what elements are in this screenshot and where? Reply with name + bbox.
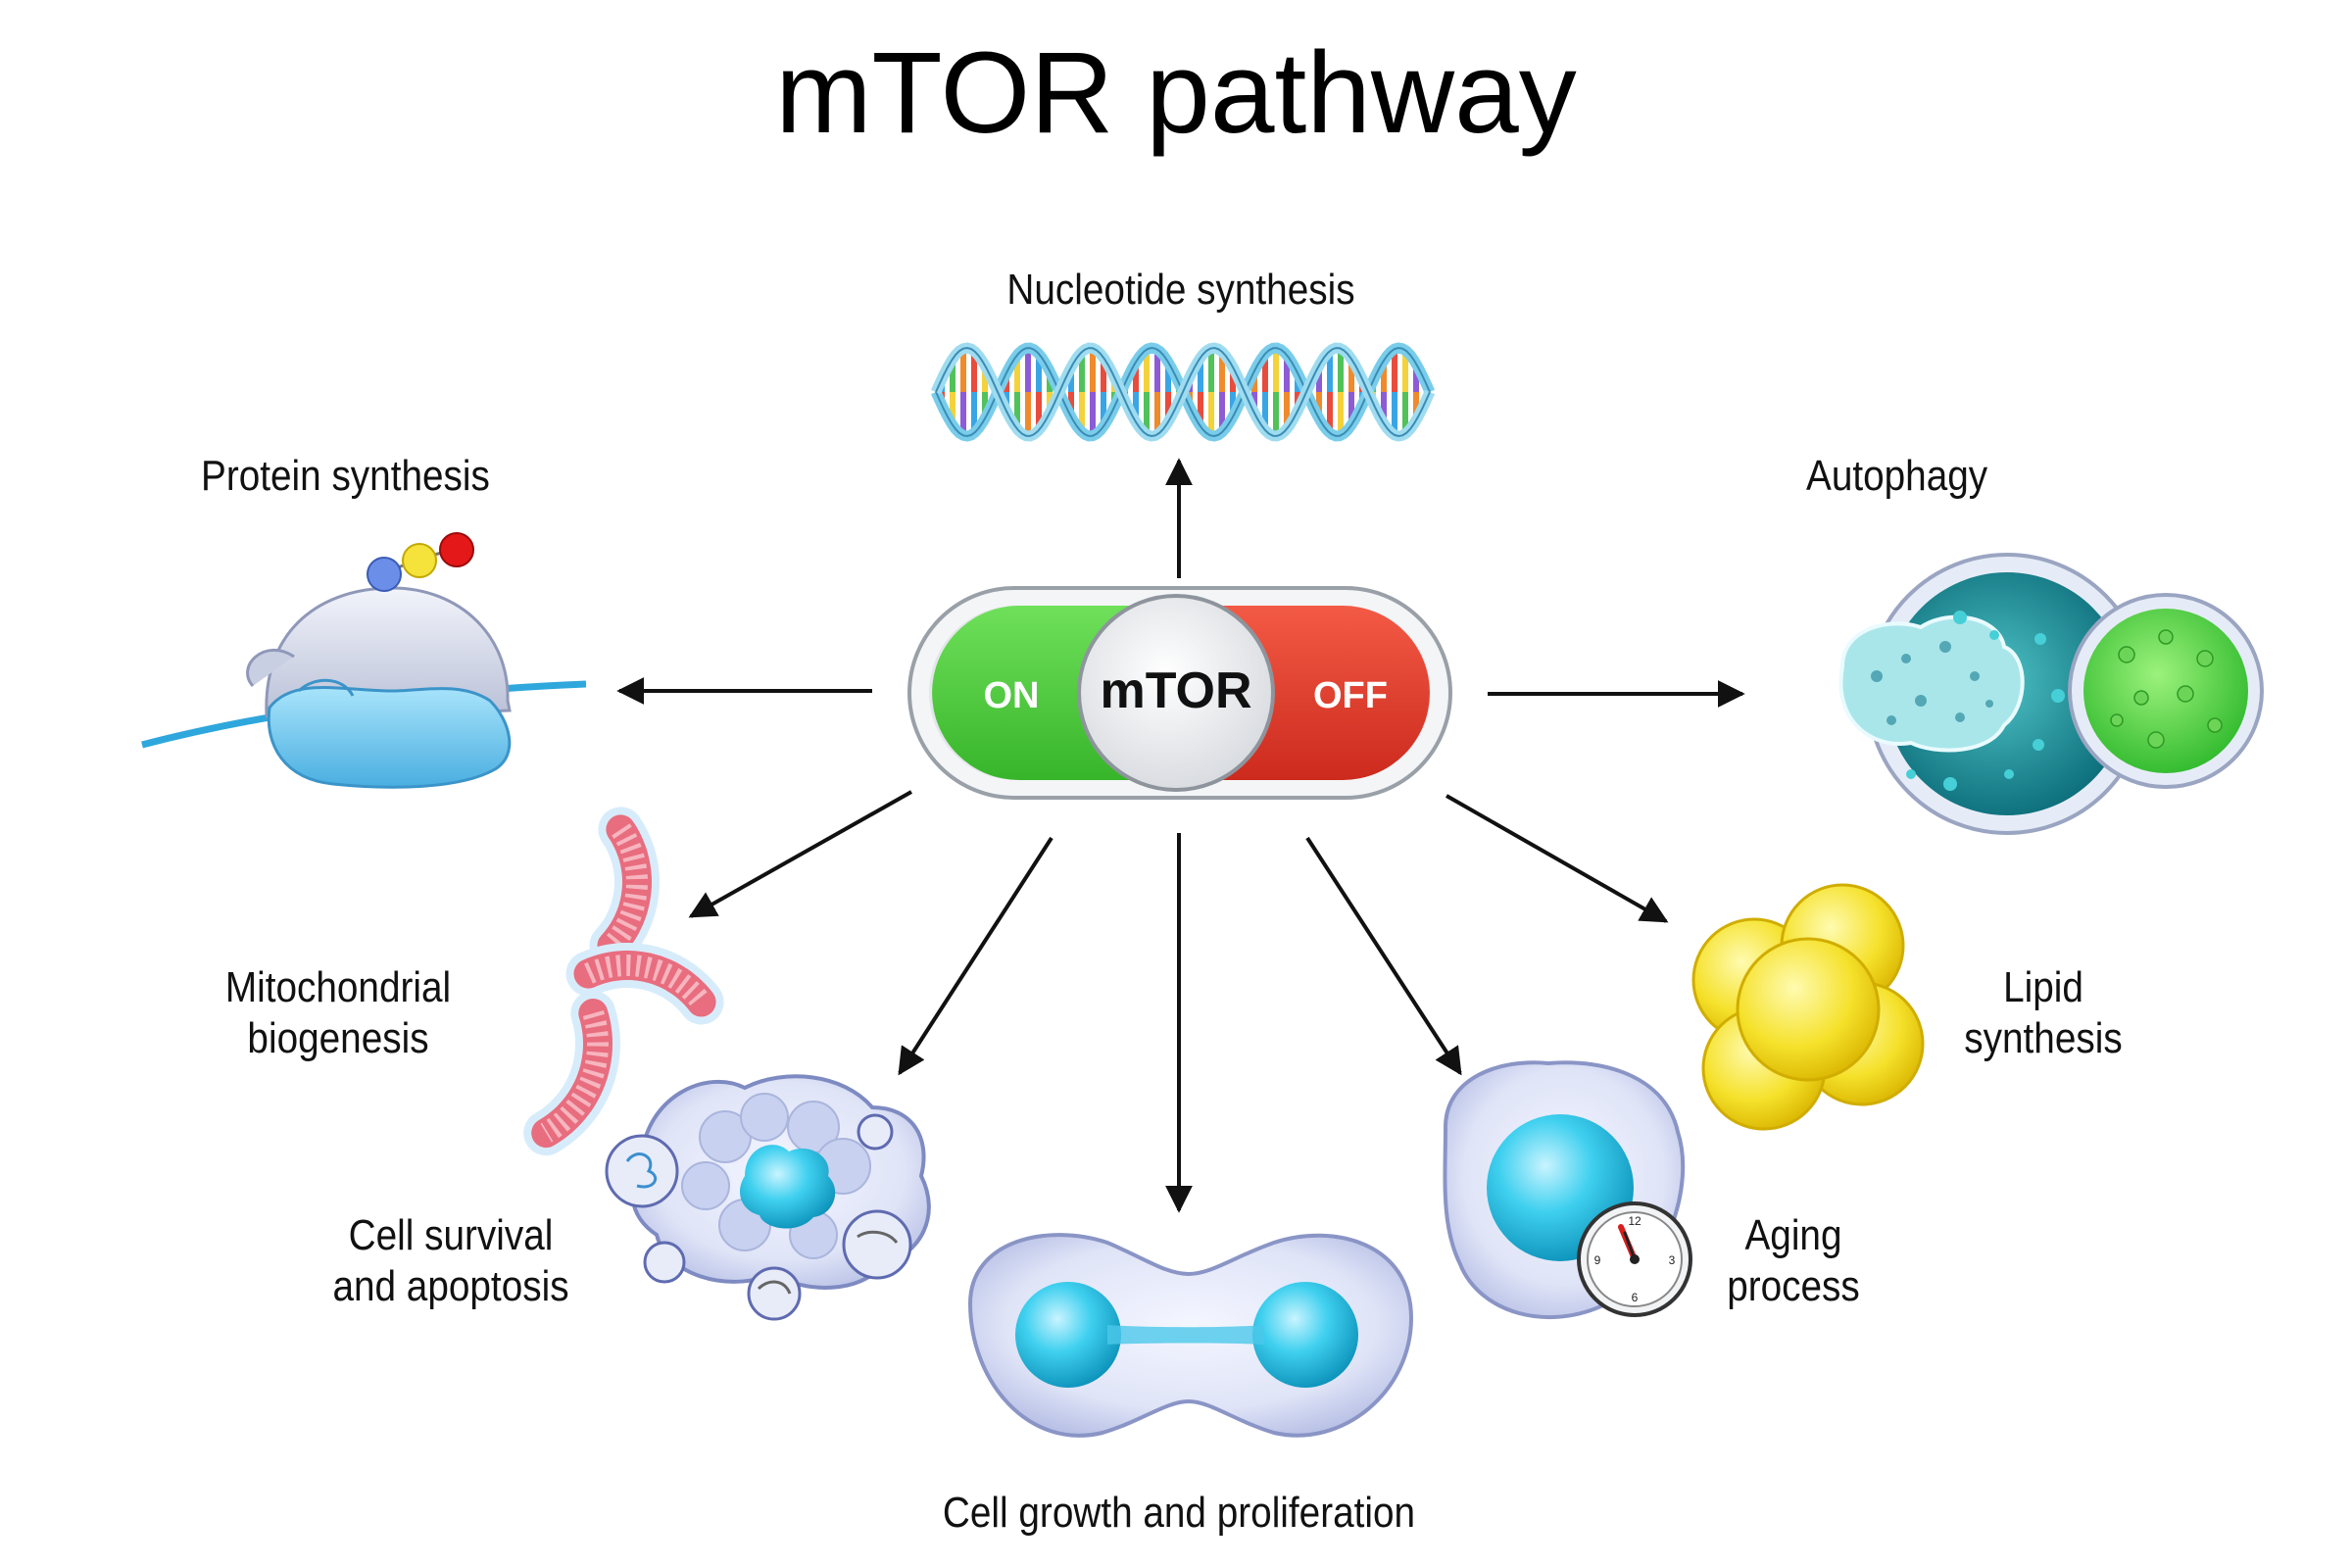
lipid-droplets-icon <box>1691 883 1925 1131</box>
dna-helix-icon <box>930 342 1436 442</box>
aging-cell-clock-icon: 12 3 6 9 <box>1443 1060 1692 1319</box>
clock-tick-12: 12 <box>1628 1214 1642 1228</box>
label-survival-line2: and apoptosis <box>332 1262 569 1310</box>
clock-tick-9: 9 <box>1594 1253 1601 1267</box>
mitochondrion-cristae <box>540 1010 610 1143</box>
amino-acid-blue <box>367 557 402 592</box>
clock-tick-6: 6 <box>1632 1291 1639 1304</box>
switch-off-label: OFF <box>1313 675 1388 716</box>
label-lipid-line1: Lipid <box>2003 963 2083 1011</box>
label-protein-synthesis: Protein synthesis <box>201 452 490 500</box>
clock-icon: 12 3 6 9 <box>1577 1201 1692 1317</box>
label-lipid-line2: synthesis <box>1964 1014 2123 1062</box>
label-aging-line2: process <box>1727 1262 1860 1310</box>
autophagy-cell-icon <box>1838 553 2264 835</box>
label-mitochondrial-biogenesis: Mitochondrial biogenesis <box>209 962 467 1064</box>
switch-knob <box>1077 594 1275 792</box>
label-cell-growth: Cell growth and proliferation <box>942 1489 1416 1537</box>
mtor-switch: ON mTOR OFF <box>907 586 1452 800</box>
amino-acid-red <box>439 532 474 567</box>
label-mitochondrial-line1: Mitochondrial <box>224 963 452 1011</box>
label-autophagy: Autophagy <box>1806 452 1988 500</box>
label-aging-line1: Aging <box>1744 1211 1842 1259</box>
page-title: mTOR pathway <box>775 28 1577 158</box>
clock-tick-3: 3 <box>1669 1253 1676 1267</box>
mitochondrion-cristae <box>604 823 649 954</box>
switch-center-label: mTOR <box>1100 662 1251 719</box>
dna-backbone-edge <box>935 346 1431 438</box>
arrow-to-aging <box>1305 836 1462 1076</box>
mitochondrion-cristae <box>584 955 710 1009</box>
arrow-to-lipid <box>1446 794 1669 923</box>
arrows <box>616 458 1745 1213</box>
amino-acid-yellow <box>402 543 437 578</box>
label-survival-line1: Cell survival <box>348 1211 554 1259</box>
switch-on-label: ON <box>984 675 1040 716</box>
apoptotic-cell-icon <box>605 1074 931 1321</box>
label-mitochondrial-line2: biogenesis <box>247 1014 429 1062</box>
label-nucleotide-synthesis: Nucleotide synthesis <box>1006 266 1355 314</box>
label-cell-survival: Cell survival and apoptosis <box>321 1210 580 1312</box>
mitochondria-icon <box>523 807 724 1156</box>
label-lipid-synthesis: Lipid synthesis <box>1932 962 2156 1064</box>
arrow-to-survival <box>898 836 1054 1076</box>
label-aging-process: Aging process <box>1707 1210 1880 1312</box>
ribosome-icon <box>141 532 587 789</box>
dividing-cell-icon <box>967 1233 1414 1438</box>
arrow-to-mitochondria <box>688 790 912 918</box>
